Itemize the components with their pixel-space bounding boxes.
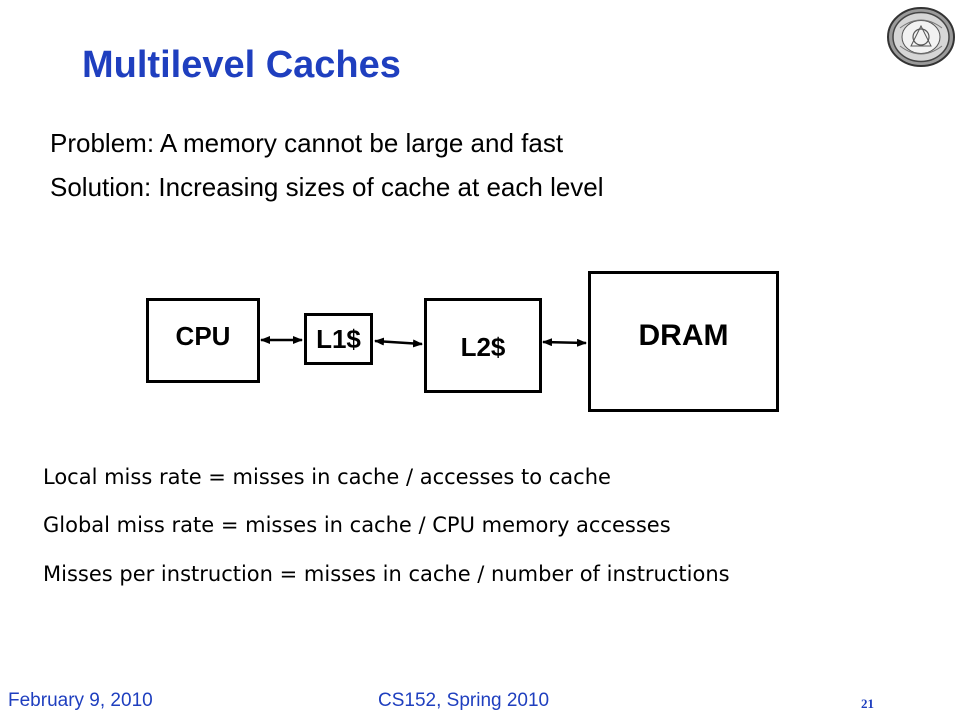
dram-label: DRAM bbox=[638, 318, 729, 352]
bullet-problem: Problem: A memory cannot be large and fa… bbox=[50, 128, 564, 158]
slide-title: Multilevel Caches bbox=[82, 44, 401, 86]
formula-misses-per-instruction: Misses per instruction = misses in cache… bbox=[43, 562, 730, 586]
formula-global-miss-rate: Global miss rate = misses in cache / CPU… bbox=[43, 513, 671, 537]
cpu-label: CPU bbox=[175, 321, 231, 351]
arrow-l2-dram bbox=[542, 338, 587, 347]
bullet-solution: Solution: Increasing sizes of cache at e… bbox=[50, 172, 604, 202]
footer-date: February 9, 2010 bbox=[8, 690, 153, 711]
l2-cache-box: L2$ bbox=[424, 298, 542, 393]
cpu-box: CPU bbox=[146, 298, 260, 383]
formula-local-miss-rate: Local miss rate = misses in cache / acce… bbox=[43, 465, 611, 489]
l1-cache-label: L1$ bbox=[316, 323, 361, 354]
university-seal-icon bbox=[887, 7, 955, 67]
l2-cache-label: L2$ bbox=[460, 332, 506, 362]
dram-box: DRAM bbox=[588, 271, 779, 412]
footer-course: CS152, Spring 2010 bbox=[378, 690, 550, 711]
arrow-l1-l2 bbox=[374, 337, 423, 348]
page-number: 21 bbox=[861, 696, 874, 711]
l1-cache-box: L1$ bbox=[304, 313, 373, 365]
